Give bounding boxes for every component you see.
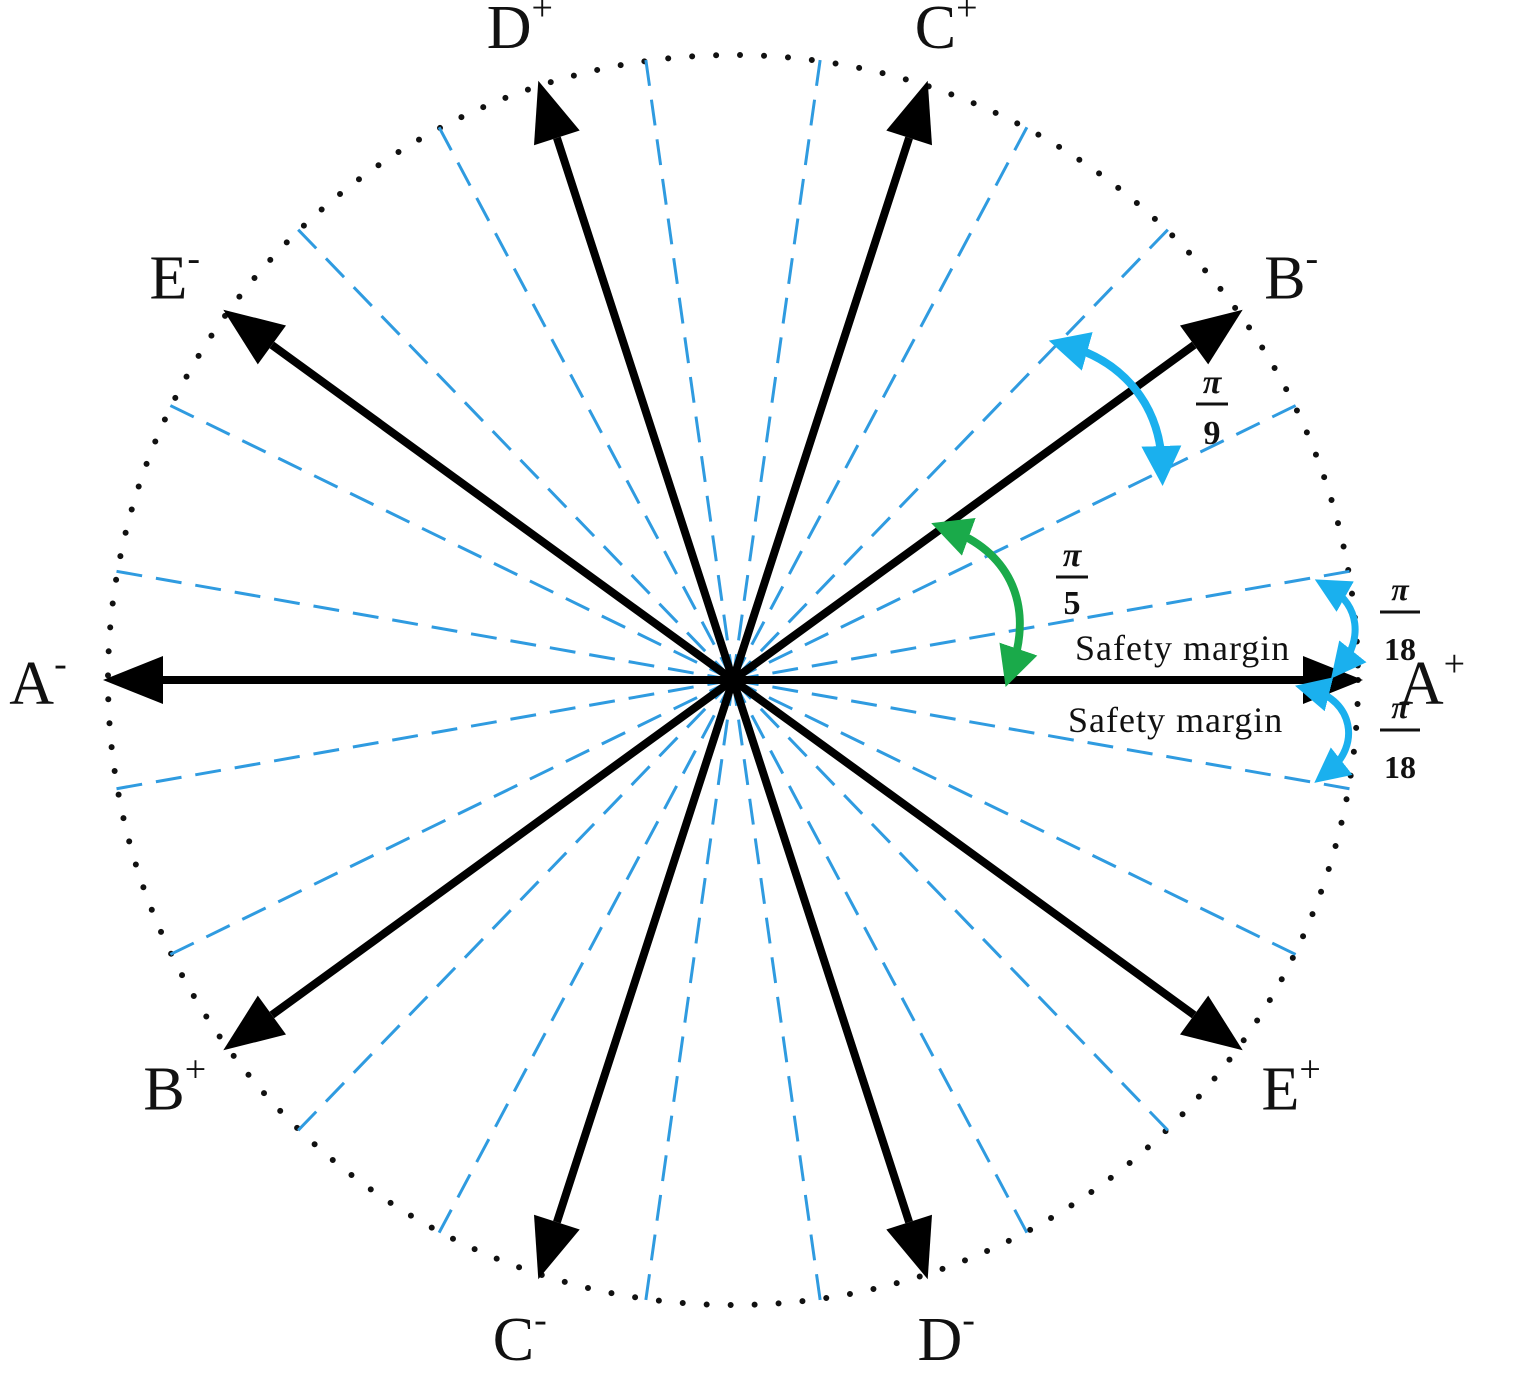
pi-over-5-arc: [931, 518, 1038, 687]
vector-E-plus: [730, 676, 1243, 1051]
sector-boundary-line: [294, 225, 735, 682]
label-sign: +: [531, 0, 552, 29]
sector-boundary-line: [731, 679, 1031, 1238]
vector-B-plus: [223, 676, 736, 1051]
safety-margin-lower-text: Safety margin: [1068, 700, 1283, 740]
sector-boundary-line: [732, 402, 1300, 682]
pi-over-18-upper-arc: [1314, 579, 1367, 679]
sector-boundary-line: [643, 679, 735, 1305]
pi-over-18-upper-numerator: π: [1391, 571, 1410, 607]
vector-shaft: [553, 136, 737, 682]
pi-over-18-lower-label: π 18: [1380, 689, 1420, 785]
vector-shaft: [269, 341, 736, 684]
phase-vector-labels: A+B-C+D+E-A-B+C-D-E+: [9, 0, 1465, 1374]
label-letter: A: [1399, 650, 1444, 718]
label-letter: E: [1262, 1056, 1300, 1124]
sector-boundary-lines: [112, 55, 1354, 1305]
sector-boundary-line: [731, 225, 1172, 682]
sector-boundary-line: [166, 402, 734, 682]
label-letter: D: [917, 1306, 962, 1374]
phase-vectors: [103, 80, 1363, 1280]
pi-over-9-arc: [1048, 332, 1182, 486]
sector-boundary-line: [435, 122, 735, 681]
vector-A-minus: [103, 656, 733, 704]
sector-boundary-line: [732, 569, 1354, 682]
vector-shaft: [729, 678, 913, 1224]
label-B-minus: B-: [1264, 237, 1318, 312]
label-letter: D: [487, 0, 532, 62]
label-letter: A: [9, 650, 54, 718]
pi-over-9-label: π 9: [1196, 364, 1228, 452]
sector-boundary-line: [732, 678, 1300, 958]
label-sign: +: [185, 1049, 206, 1091]
label-letter: B: [1264, 244, 1305, 312]
pi-over-18-upper-label: π 18: [1380, 571, 1420, 667]
label-B-plus: B+: [143, 1049, 206, 1124]
label-A-minus: A-: [9, 643, 66, 718]
sector-boundary-line: [112, 678, 734, 791]
vector-shaft: [730, 676, 1197, 1019]
sector-boundary-line: [435, 679, 735, 1238]
vector-arrowhead: [534, 1214, 580, 1280]
pi-over-5-label: π 5: [1056, 537, 1088, 622]
vector-C-plus: [729, 80, 932, 682]
label-sign: -: [54, 643, 67, 685]
vector-shaft: [553, 678, 737, 1224]
label-sign: +: [1444, 643, 1465, 685]
vector-arrowhead: [886, 80, 932, 146]
vector-arrowhead: [223, 309, 286, 365]
safety-margin-upper-text: Safety margin: [1075, 628, 1290, 668]
label-letter: B: [143, 1056, 184, 1124]
vector-E-minus: [223, 309, 736, 684]
vector-C-minus: [534, 678, 737, 1280]
sector-boundary-line: [732, 678, 1354, 791]
pi-over-9-numerator: π: [1203, 364, 1223, 401]
pi-over-5-numerator: π: [1063, 537, 1083, 574]
vector-arrowhead: [223, 995, 286, 1051]
pi-over-18-lower-numerator: π: [1391, 689, 1410, 725]
sector-boundary-line: [731, 678, 1172, 1135]
label-sign: -: [1306, 237, 1319, 279]
label-sign: -: [962, 1299, 975, 1341]
vector-shaft: [269, 676, 736, 1019]
label-sign: +: [956, 0, 977, 29]
pi-over-18-lower-denominator: 18: [1384, 749, 1416, 785]
label-C-plus: C+: [915, 0, 978, 62]
label-D-plus: D+: [487, 0, 553, 62]
vector-D-plus: [534, 80, 737, 682]
label-E-plus: E+: [1262, 1049, 1321, 1124]
vector-D-minus: [729, 678, 932, 1280]
label-E-minus: E-: [150, 237, 201, 312]
label-letter: C: [915, 0, 956, 62]
vector-arrowhead: [1180, 995, 1243, 1051]
label-C-minus: C-: [493, 1299, 547, 1374]
vector-arrowhead: [886, 1214, 932, 1280]
label-letter: E: [150, 244, 188, 312]
sector-boundary-line: [731, 122, 1031, 681]
pi-over-9-denominator: 9: [1204, 415, 1221, 452]
vector-arrowhead: [103, 656, 163, 704]
label-sign: -: [534, 1299, 547, 1341]
sector-boundary-line: [731, 55, 823, 681]
label-sign: -: [187, 237, 200, 279]
label-D-minus: D-: [917, 1299, 974, 1374]
sector-boundary-line: [112, 569, 734, 682]
vector-shaft: [729, 136, 913, 682]
sector-boundary-line: [294, 678, 735, 1135]
sector-boundary-line: [731, 679, 823, 1305]
pi-over-18-upper-denominator: 18: [1384, 631, 1416, 667]
sector-boundary-line: [166, 678, 734, 958]
sector-boundary-line: [643, 55, 735, 681]
label-sign: +: [1299, 1049, 1320, 1091]
pi-over-5-denominator: 5: [1064, 585, 1081, 622]
label-letter: C: [493, 1306, 534, 1374]
vector-B-minus: [730, 309, 1243, 684]
pi-over-18-lower-arc: [1295, 677, 1353, 783]
vector-arrowhead: [534, 80, 580, 146]
label-A-plus: A+: [1399, 643, 1465, 718]
vector-arrowhead: [1180, 309, 1243, 365]
